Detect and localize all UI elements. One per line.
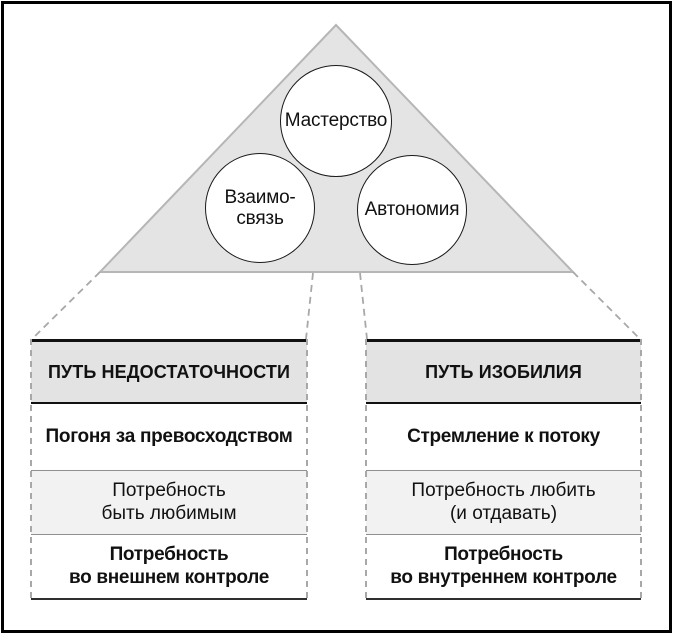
row-text: Потребность быть любимым xyxy=(101,480,237,524)
column-scarcity-row-be-loved: Потребность быть любимым xyxy=(31,471,307,535)
connector-line-outer-left xyxy=(31,271,101,340)
column-abundance-header-label: ПУТЬ ИЗОБИЛИЯ xyxy=(425,361,582,382)
column-abundance-path: ПУТЬ ИЗОБИЛИЯ Стремление к потоку Потреб… xyxy=(365,339,642,600)
column-scarcity-header: ПУТЬ НЕДОСТАТОЧНОСТИ xyxy=(31,339,307,404)
row-text: Потребность во внешнем контроле xyxy=(68,544,270,588)
column-abundance-row-flow: Стремление к потоку xyxy=(366,404,641,471)
circle-autonomy-label: Автономия xyxy=(364,199,460,221)
column-scarcity-row-external-control: Потребность во внешнем контроле xyxy=(31,535,307,600)
circle-mastery-label: Мастерство xyxy=(284,110,388,132)
row-text: Потребность во внутреннем контроле xyxy=(390,544,617,588)
connector-line-mid-left xyxy=(305,272,314,340)
circle-relatedness: Взаимо- связь xyxy=(205,153,315,263)
column-scarcity-path: ПУТЬ НЕДОСТАТОЧНОСТИ Погоня за превосход… xyxy=(30,339,308,600)
connector-line-outer-right xyxy=(572,271,641,340)
row-text: Стремление к потоку xyxy=(407,425,600,447)
column-abundance-header: ПУТЬ ИЗОБИЛИЯ xyxy=(366,339,641,404)
column-abundance-row-to-love: Потребность любить (и отдавать) xyxy=(366,471,641,535)
row-text: Потребность любить (и отдавать) xyxy=(411,480,596,524)
circle-mastery: Мастерство xyxy=(280,65,392,177)
connector-line-mid-right xyxy=(359,272,368,340)
column-abundance-row-internal-control: Потребность во внутреннем контроле xyxy=(366,535,641,600)
column-scarcity-row-superiority: Погоня за превосходством xyxy=(31,404,307,471)
row-text: Погоня за превосходством xyxy=(45,425,293,447)
column-scarcity-header-label: ПУТЬ НЕДОСТАТОЧНОСТИ xyxy=(47,361,291,382)
circle-relatedness-label: Взаимо- связь xyxy=(224,186,296,229)
circle-autonomy: Автономия xyxy=(357,155,467,265)
